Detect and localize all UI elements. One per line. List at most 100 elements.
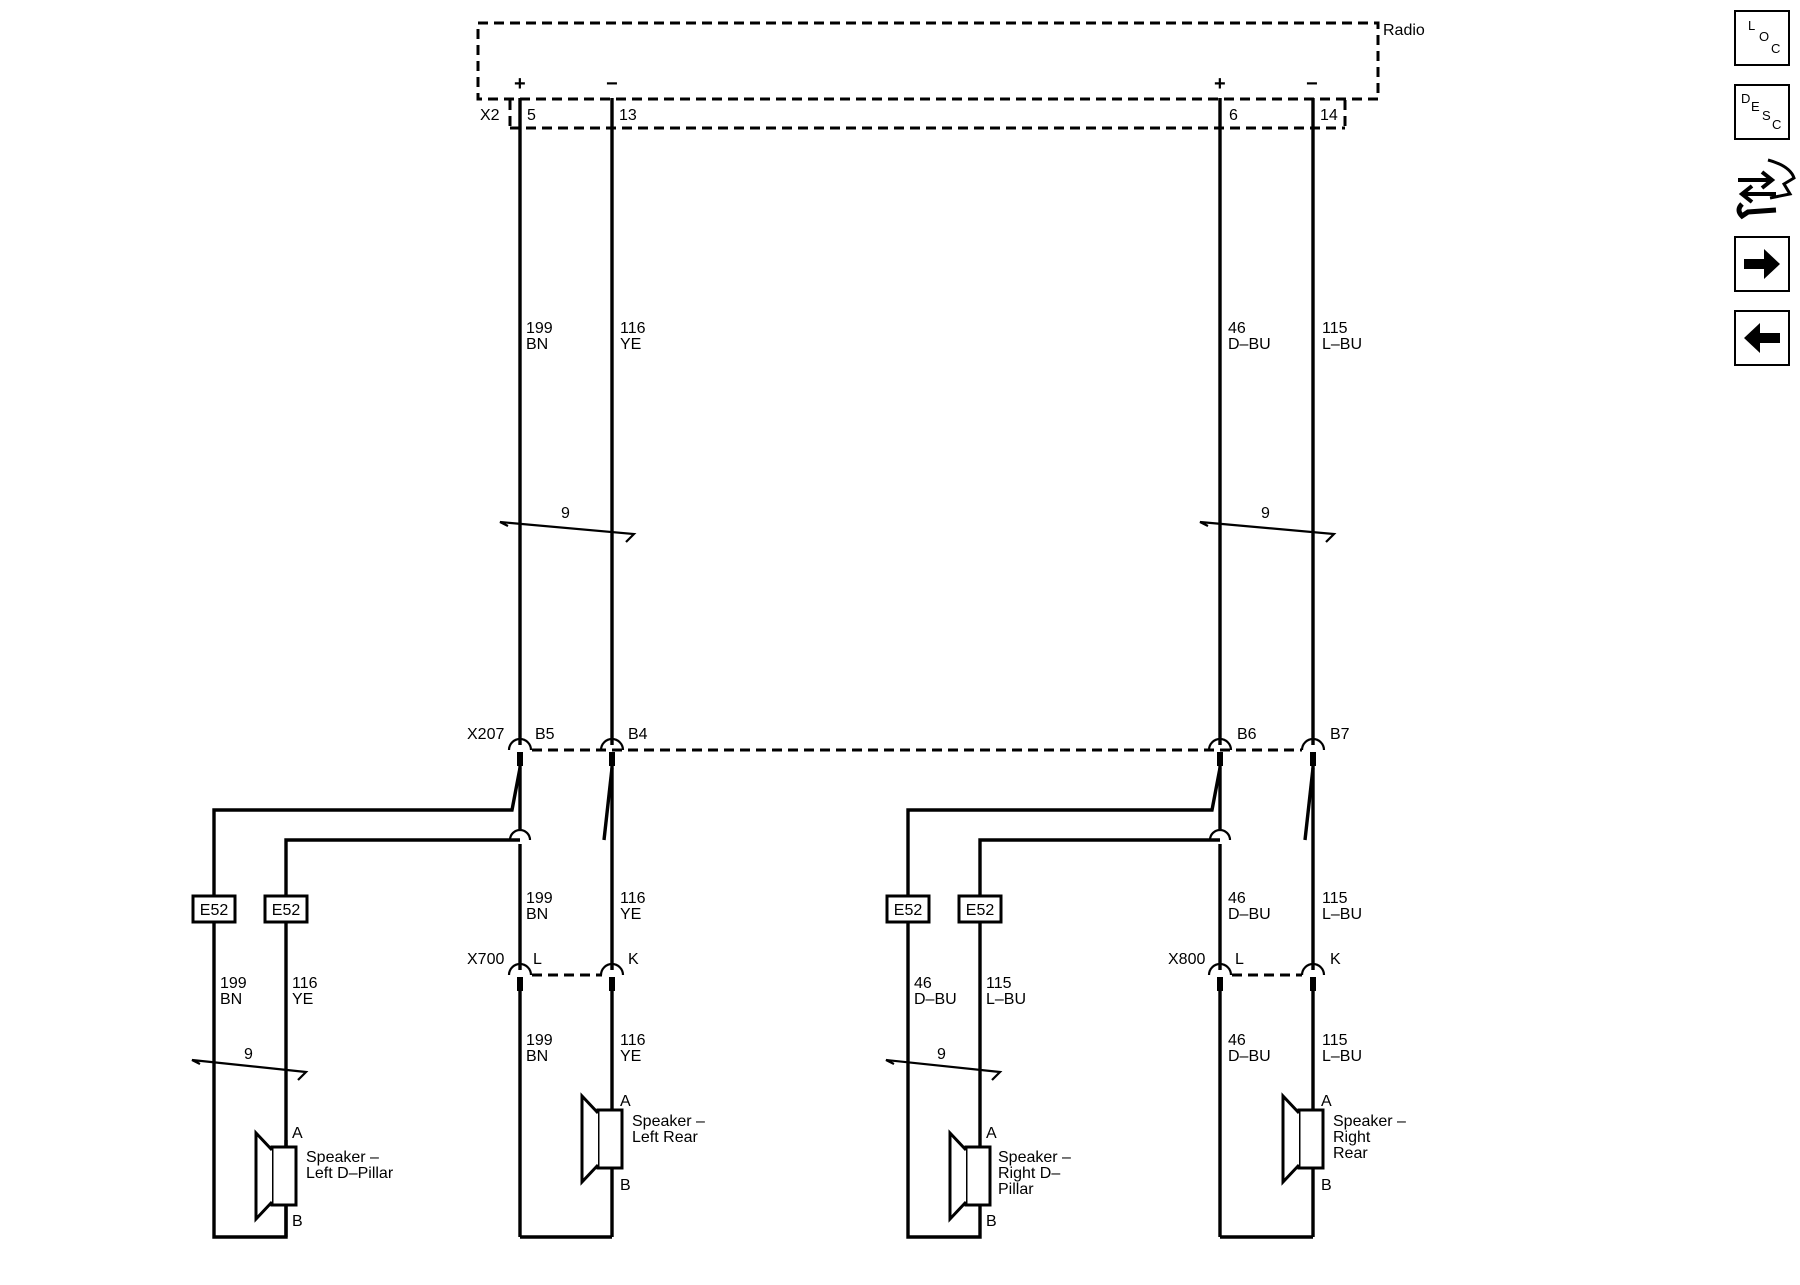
e52-splice: E52 (885, 894, 931, 924)
description-button[interactable]: D E S C (1734, 84, 1790, 140)
wire-circuit-label: 115 (1322, 1032, 1348, 1049)
twisted-pair-label: 9 (1261, 505, 1270, 522)
connector-pin-label: K (628, 951, 639, 968)
previous-page-button[interactable] (1734, 310, 1790, 366)
x700-pin-terminal (507, 962, 533, 991)
connector-pin-label: B4 (628, 726, 648, 743)
pin-number: 5 (527, 107, 536, 124)
pin-polarity: + (1214, 73, 1226, 95)
loc-letter: O (1759, 29, 1770, 44)
speaker-terminal-b: B (986, 1213, 997, 1230)
speaker-label: Speaker – (998, 1149, 1071, 1166)
connector-pin-label: B6 (1237, 726, 1257, 743)
wire-circuit-label: 46 (914, 975, 932, 992)
e52-splice: E52 (191, 894, 237, 924)
connector-wrench-icon (1736, 158, 1796, 220)
wire-color-label: L–BU (1322, 336, 1362, 353)
wire-color-label: YE (292, 991, 313, 1008)
wire-circuit-label: 199 (526, 1032, 553, 1049)
wire-color-label: BN (526, 336, 548, 353)
speaker-right-dpillar (948, 1129, 992, 1223)
pin-polarity: − (606, 73, 618, 95)
loc-letter: L (1748, 18, 1756, 33)
svg-text:E52: E52 (272, 902, 301, 919)
wire-color-label: L–BU (1322, 1048, 1362, 1065)
connector-pin-label: B5 (535, 726, 555, 743)
twisted-pair-label: 9 (244, 1046, 253, 1063)
wire-circuit-label: 115 (1322, 890, 1348, 907)
radio-module-label: Radio (1383, 22, 1425, 39)
arrow-right-icon (1744, 249, 1780, 279)
desc-letter: E (1751, 99, 1760, 114)
connector-wrench-button[interactable] (1732, 154, 1796, 222)
wire-color-label: D–BU (1228, 906, 1271, 923)
wire-circuit-label: 199 (220, 975, 247, 992)
wire-color-label: BN (526, 1048, 548, 1065)
svg-text:E52: E52 (966, 902, 995, 919)
speaker-label: Pillar (998, 1181, 1034, 1198)
arrow-left-icon (1744, 323, 1780, 353)
speaker-terminal-b: B (620, 1177, 631, 1194)
speaker-label: Right (1333, 1129, 1371, 1146)
speaker-terminal-a: A (292, 1125, 303, 1142)
wire-color-label: D–BU (1228, 1048, 1271, 1065)
speaker-terminal-a: A (986, 1125, 997, 1142)
speaker-terminal-a: A (620, 1093, 631, 1110)
desc-letter: S (1762, 108, 1771, 123)
location-button[interactable]: L O C (1734, 10, 1790, 66)
desc-letter: C (1772, 117, 1782, 132)
speaker-label: Left D–Pillar (306, 1165, 394, 1182)
wire-circuit-label: 46 (1228, 1032, 1246, 1049)
connector-pin-label: B7 (1330, 726, 1350, 743)
wire-color-label: YE (620, 336, 641, 353)
connector-pin-label: L (533, 951, 542, 968)
x800-pin-terminal (1207, 962, 1233, 991)
wire-circuit-label: 115 (986, 975, 1012, 992)
speaker-label: Left Rear (632, 1129, 698, 1146)
speaker-terminal-a: A (1321, 1093, 1332, 1110)
x207-pin-terminal (599, 737, 625, 766)
svg-text:E52: E52 (894, 902, 923, 919)
wire-color-label: L–BU (986, 991, 1026, 1008)
pin-polarity: − (1306, 73, 1318, 95)
wire-color-label: YE (620, 906, 641, 923)
speaker-label: Speaker – (1333, 1113, 1406, 1130)
twisted-pair-symbol (191, 1058, 309, 1081)
wire-circuit-label: 115 (1322, 320, 1348, 337)
next-page-button[interactable] (1734, 236, 1790, 292)
pin-number: 6 (1229, 107, 1238, 124)
wire-color-label: D–BU (914, 991, 957, 1008)
connector-pin-label: L (1235, 951, 1244, 968)
speaker-terminal-b: B (292, 1213, 303, 1230)
x207-pin-terminal (507, 737, 533, 766)
speaker-terminal-b: B (1321, 1177, 1332, 1194)
wire-circuit-label: 116 (292, 975, 318, 992)
speaker-left-dpillar (254, 1129, 298, 1237)
e52-splice: E52 (263, 894, 309, 924)
pin-number: 14 (1320, 107, 1338, 124)
wire-circuit-label: 46 (1228, 320, 1246, 337)
loc-letter: C (1771, 41, 1781, 56)
pin-number: 13 (619, 107, 637, 124)
wire-crossover (508, 828, 532, 841)
speaker-left-rear (580, 1092, 624, 1186)
speaker-label: Right D– (998, 1165, 1060, 1182)
wire-circuit-label: 199 (526, 890, 553, 907)
wire-color-label: D–BU (1228, 336, 1271, 353)
twisted-pair-symbol (499, 520, 637, 543)
x800-connector-label: X800 (1168, 951, 1205, 968)
wire-circuit-label: 116 (620, 890, 646, 907)
x207-pin-terminal (1300, 737, 1326, 766)
x700-pin-terminal (599, 962, 625, 991)
wire-color-label: YE (620, 1048, 641, 1065)
e52-splice: E52 (957, 894, 1003, 924)
x800-pin-terminal (1300, 962, 1326, 991)
wire-color-label: BN (526, 906, 548, 923)
twisted-pair-symbol (885, 1058, 1003, 1081)
twisted-pair-label: 9 (937, 1046, 946, 1063)
speaker-label: Rear (1333, 1145, 1368, 1162)
svg-text:E52: E52 (200, 902, 229, 919)
x207-connector-label: X207 (467, 726, 504, 743)
